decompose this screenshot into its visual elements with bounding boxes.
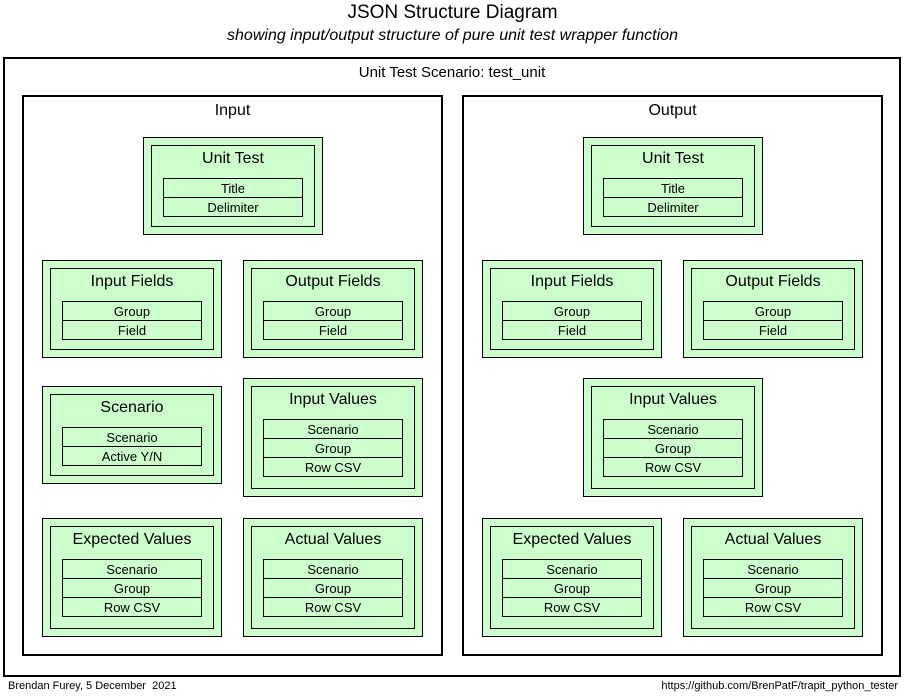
scenario-box-inner: Scenario Scenario Active Y/N <box>50 394 214 476</box>
output-fields-box: Output Fields Group Field <box>243 260 423 358</box>
box-rows: Group Field <box>703 301 843 340</box>
row-cell: Field <box>502 320 642 340</box>
diagram-subtitle: showing input/output structure of pure u… <box>227 27 678 44</box>
box-rows: Group Field <box>502 301 642 340</box>
input-values-box: Input Values Scenario Group Row CSV <box>243 378 423 497</box>
footer-author: Brendan Furey, 5 December 2021 <box>8 680 177 692</box>
row-cell: Group <box>263 438 403 458</box>
box-title: Unit Test <box>642 150 704 167</box>
box-title: Input Fields <box>530 273 614 290</box>
output-section: Output Unit Test Title Delimiter Input F… <box>462 95 883 656</box>
input-fields-box: Input Fields Group Field <box>482 260 662 358</box>
unit-test-box-inner: Unit Test Title Delimiter <box>151 145 315 227</box>
expected-values-box: Expected Values Scenario Group Row CSV <box>42 518 222 637</box>
output-fields-box-inner: Output Fields Group Field <box>691 268 855 350</box>
actual-values-box: Actual Values Scenario Group Row CSV <box>683 518 863 637</box>
box-title: Unit Test <box>202 150 264 167</box>
input-values-box: Input Values Scenario Group Row CSV <box>583 378 763 497</box>
row-cell: Scenario <box>603 419 743 439</box>
box-rows: Title Delimiter <box>163 178 303 217</box>
box-rows: Scenario Group Row CSV <box>603 419 743 477</box>
expected-values-box-inner: Expected Values Scenario Group Row CSV <box>490 526 654 629</box>
row-cell: Scenario <box>62 559 202 579</box>
row-cell: Row CSV <box>502 597 642 617</box>
row-cell: Delimiter <box>603 197 743 217</box>
output-fields-box-inner: Output Fields Group Field <box>251 268 415 350</box>
input-section-label: Input <box>214 102 251 119</box>
row-cell: Active Y/N <box>62 446 202 466</box>
box-rows: Scenario Group Row CSV <box>703 559 843 617</box>
row-cell: Field <box>263 320 403 340</box>
row-cell: Group <box>62 578 202 598</box>
row-cell: Scenario <box>703 559 843 579</box>
box-rows: Scenario Group Row CSV <box>62 559 202 617</box>
unit-test-scenario-title: Unit Test Scenario: test_unit <box>358 64 546 81</box>
unit-test-box: Unit Test Title Delimiter <box>143 137 323 235</box>
unit-test-box-inner: Unit Test Title Delimiter <box>591 145 755 227</box>
input-values-box-inner: Input Values Scenario Group Row CSV <box>591 386 755 489</box>
box-rows: Group Field <box>263 301 403 340</box>
input-fields-box-inner: Input Fields Group Field <box>50 268 214 350</box>
input-fields-box: Input Fields Group Field <box>42 260 222 358</box>
row-cell: Field <box>703 320 843 340</box>
row-cell: Field <box>62 320 202 340</box>
box-title: Output Fields <box>285 273 381 290</box>
output-fields-box: Output Fields Group Field <box>683 260 863 358</box>
row-cell: Group <box>62 301 202 321</box>
input-values-box-inner: Input Values Scenario Group Row CSV <box>251 386 415 489</box>
row-cell: Title <box>603 178 743 198</box>
box-rows: Scenario Group Row CSV <box>263 559 403 617</box>
row-cell: Group <box>263 578 403 598</box>
row-cell: Delimiter <box>163 197 303 217</box>
input-section: Input Unit Test Title Delimiter Input Fi… <box>22 95 443 656</box>
row-cell: Row CSV <box>62 597 202 617</box>
row-cell: Scenario <box>502 559 642 579</box>
footer-repo-url: https://github.com/BrenPatF/trapit_pytho… <box>661 680 898 692</box>
row-cell: Group <box>703 301 843 321</box>
box-title: Expected Values <box>512 531 632 548</box>
output-section-label: Output <box>648 102 697 119</box>
row-cell: Scenario <box>263 559 403 579</box>
expected-values-box: Expected Values Scenario Group Row CSV <box>482 518 662 637</box>
row-cell: Scenario <box>62 427 202 447</box>
box-title: Actual Values <box>284 531 382 548</box>
box-title: Input Fields <box>90 273 174 290</box>
scenario-box: Scenario Scenario Active Y/N <box>42 386 222 484</box>
row-cell: Group <box>703 578 843 598</box>
box-title: Actual Values <box>724 531 822 548</box>
expected-values-box-inner: Expected Values Scenario Group Row CSV <box>50 526 214 629</box>
row-cell: Group <box>603 438 743 458</box>
actual-values-box-inner: Actual Values Scenario Group Row CSV <box>251 526 415 629</box>
row-cell: Row CSV <box>703 597 843 617</box>
box-rows: Scenario Group Row CSV <box>502 559 642 617</box>
unit-test-box: Unit Test Title Delimiter <box>583 137 763 235</box>
box-title: Input Values <box>289 391 377 408</box>
box-rows: Group Field <box>62 301 202 340</box>
row-cell: Title <box>163 178 303 198</box>
box-title: Output Fields <box>725 273 821 290</box>
box-title: Input Values <box>629 391 717 408</box>
row-cell: Row CSV <box>603 457 743 477</box>
unit-test-scenario-box: Unit Test Scenario: test_unit Input Unit… <box>3 57 901 677</box>
box-title: Scenario <box>100 399 164 416</box>
row-cell: Group <box>502 578 642 598</box>
actual-values-box-inner: Actual Values Scenario Group Row CSV <box>691 526 855 629</box>
box-rows: Title Delimiter <box>603 178 743 217</box>
row-cell: Row CSV <box>263 457 403 477</box>
box-rows: Scenario Group Row CSV <box>263 419 403 477</box>
box-title: Expected Values <box>72 531 192 548</box>
row-cell: Group <box>502 301 642 321</box>
box-rows: Scenario Active Y/N <box>62 427 202 466</box>
row-cell: Group <box>263 301 403 321</box>
row-cell: Row CSV <box>263 597 403 617</box>
row-cell: Scenario <box>263 419 403 439</box>
actual-values-box: Actual Values Scenario Group Row CSV <box>243 518 423 637</box>
diagram-title: JSON Structure Diagram <box>347 2 558 23</box>
input-fields-box-inner: Input Fields Group Field <box>490 268 654 350</box>
